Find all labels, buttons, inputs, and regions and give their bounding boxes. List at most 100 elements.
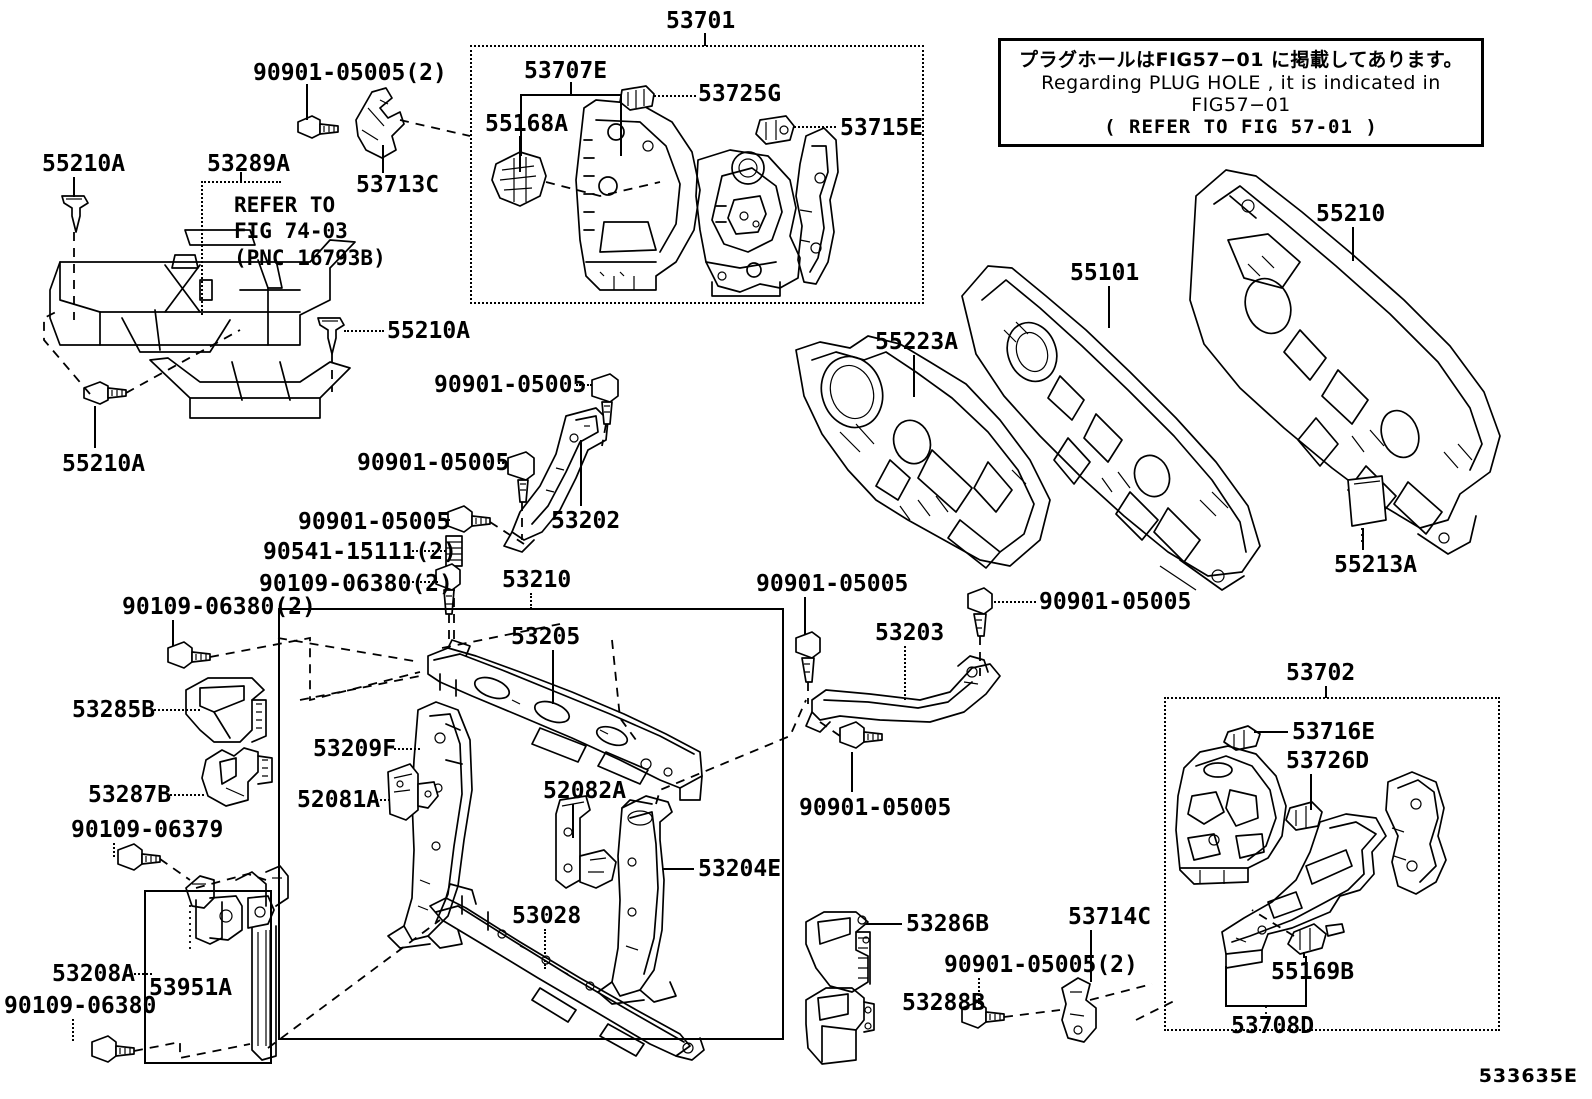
callout-53707E: 53707E	[524, 58, 608, 84]
bolt-90109-06380-b	[167, 641, 211, 669]
bolt-90901-05005-d	[795, 631, 821, 683]
group-bracket-53707E-right	[620, 94, 622, 156]
leader-55168A	[519, 136, 521, 172]
callout-53716E: 53716E	[1292, 719, 1376, 745]
plug-hole-note-box: プラグホールはFIG57−01 に掲載してあります。 Regarding PLU…	[998, 38, 1484, 147]
callout-53285B: 53285B	[72, 697, 156, 723]
leader-53714C	[1090, 930, 1092, 982]
reference-block-fig74-03: REFER TO FIG 74-03 (PNC 16793B)	[234, 192, 386, 271]
group-bracket-53707E-left	[520, 94, 522, 156]
callout-55213A: 55213A	[1334, 552, 1418, 578]
leader-90109-bottom	[72, 1019, 74, 1041]
part-55213A-pad	[1347, 475, 1387, 527]
callout-55210A-lower: 55210A	[62, 451, 146, 477]
leader-53204E	[662, 868, 694, 870]
callout-53203: 53203	[875, 620, 945, 646]
leader-90109-b	[172, 620, 174, 646]
callout-53725G: 53725G	[698, 81, 782, 107]
leader-53725G	[654, 95, 696, 97]
bolt-55210A-lower	[83, 381, 127, 405]
callout-55169B: 55169B	[1271, 959, 1355, 985]
leader-53716E	[1254, 731, 1288, 733]
leader-53028	[544, 929, 546, 969]
bolt-90901-05005-b	[507, 451, 535, 503]
part-55223A-insulator	[795, 335, 1051, 569]
reference-line-3: (PNC 16793B)	[234, 245, 386, 270]
clip-55210A-top	[61, 195, 89, 233]
leader-90901-f	[851, 752, 853, 792]
callout-53708D: 53708D	[1231, 1013, 1315, 1039]
leader-90901-b	[498, 462, 508, 464]
leader-53287B	[170, 794, 204, 796]
callout-90901-05005-2-top: 90901-05005(2)	[253, 60, 447, 86]
callout-53202: 53202	[551, 508, 621, 534]
callout-55210A-right: 55210A	[387, 318, 471, 344]
leader-90901-bottom	[978, 978, 980, 1004]
callout-90109-06380-2-b: 90109-06380(2)	[122, 594, 316, 620]
note-line-japanese: プラグホールはFIG57−01 に掲載してあります。	[1018, 49, 1464, 71]
callout-90109-06380-2-a: 90109-06380(2)	[259, 571, 453, 597]
callout-53210: 53210	[502, 567, 572, 593]
callout-90901-05005-b: 90901-05005	[357, 450, 510, 476]
group-box-53702	[1164, 697, 1500, 1031]
callout-53715E: 53715E	[840, 115, 924, 141]
part-53714C-bracket	[1061, 977, 1097, 1043]
callout-53028: 53028	[512, 903, 582, 929]
note-line-reference: ( REFER TO FIG 57-01 )	[1104, 116, 1378, 138]
part-53286B	[805, 911, 871, 993]
leader-55210A-lower	[94, 406, 96, 448]
callout-53289A: 53289A	[207, 151, 291, 177]
callout-55223A: 55223A	[875, 329, 959, 355]
group-box-53210	[278, 608, 784, 1040]
callout-53702: 53702	[1286, 660, 1356, 686]
callout-90901-05005-2-bottom: 90901-05005(2)	[944, 952, 1138, 978]
leader-90901-c	[440, 519, 450, 521]
group-bracket-53707E-top	[520, 94, 622, 96]
reference-line-1: REFER TO	[234, 193, 336, 217]
callout-90901-05005-a: 90901-05005	[434, 372, 587, 398]
bolt-90901-05005-c	[447, 505, 491, 533]
leader-55223A	[913, 355, 915, 397]
callout-53286B: 53286B	[906, 911, 990, 937]
leader-53285B	[154, 709, 200, 711]
callout-52081A: 52081A	[297, 787, 381, 813]
callout-90901-05005-d: 90901-05005	[756, 571, 909, 597]
leader-90901-e	[994, 601, 1036, 603]
leader-55210A-top	[73, 177, 75, 197]
leader-90109-06379	[113, 843, 115, 857]
callout-53713C: 53713C	[356, 172, 440, 198]
reference-line-2: FIG 74-03	[234, 219, 348, 244]
bolt-90901-05005-top	[297, 115, 339, 139]
group-box-53208A	[144, 890, 272, 1064]
callout-53287B: 53287B	[88, 782, 172, 808]
leader-53702	[1325, 686, 1327, 698]
callout-53951A: 53951A	[149, 975, 233, 1001]
leader-53209F	[394, 748, 420, 750]
note-line-english: Regarding PLUG HOLE , it is indicated in…	[1041, 72, 1441, 116]
leader-55101	[1108, 286, 1110, 328]
callout-53701: 53701	[666, 8, 736, 34]
leader-90901-d	[804, 597, 806, 635]
part-53713C-bracket	[355, 87, 405, 159]
leader-53210	[530, 593, 532, 609]
figure-code: 533635E	[1478, 1065, 1578, 1087]
leader-53715E	[794, 126, 836, 128]
part-53288B	[805, 987, 875, 1065]
callout-53205: 53205	[511, 624, 581, 650]
leader-52082A	[572, 804, 574, 838]
callout-90901-05005-f: 90901-05005	[799, 795, 952, 821]
group-bracket-53289A	[201, 181, 281, 315]
part-53203-brace	[805, 655, 1001, 733]
callout-90541-15111-2: 90541-15111(2)	[263, 539, 457, 565]
leader-53208A	[130, 973, 152, 975]
leader-53202	[580, 440, 582, 506]
bolt-90109-06380-c	[91, 1035, 135, 1063]
leader-55213A-stem	[1362, 528, 1364, 550]
group-box-53701	[470, 45, 924, 304]
callout-53204E: 53204E	[698, 856, 782, 882]
callout-90901-05005-e: 90901-05005	[1039, 589, 1192, 615]
bolt-90901-05005-f	[839, 721, 883, 749]
leader-55210A-right	[344, 330, 384, 332]
bolt-90901-05005-a	[591, 373, 619, 425]
